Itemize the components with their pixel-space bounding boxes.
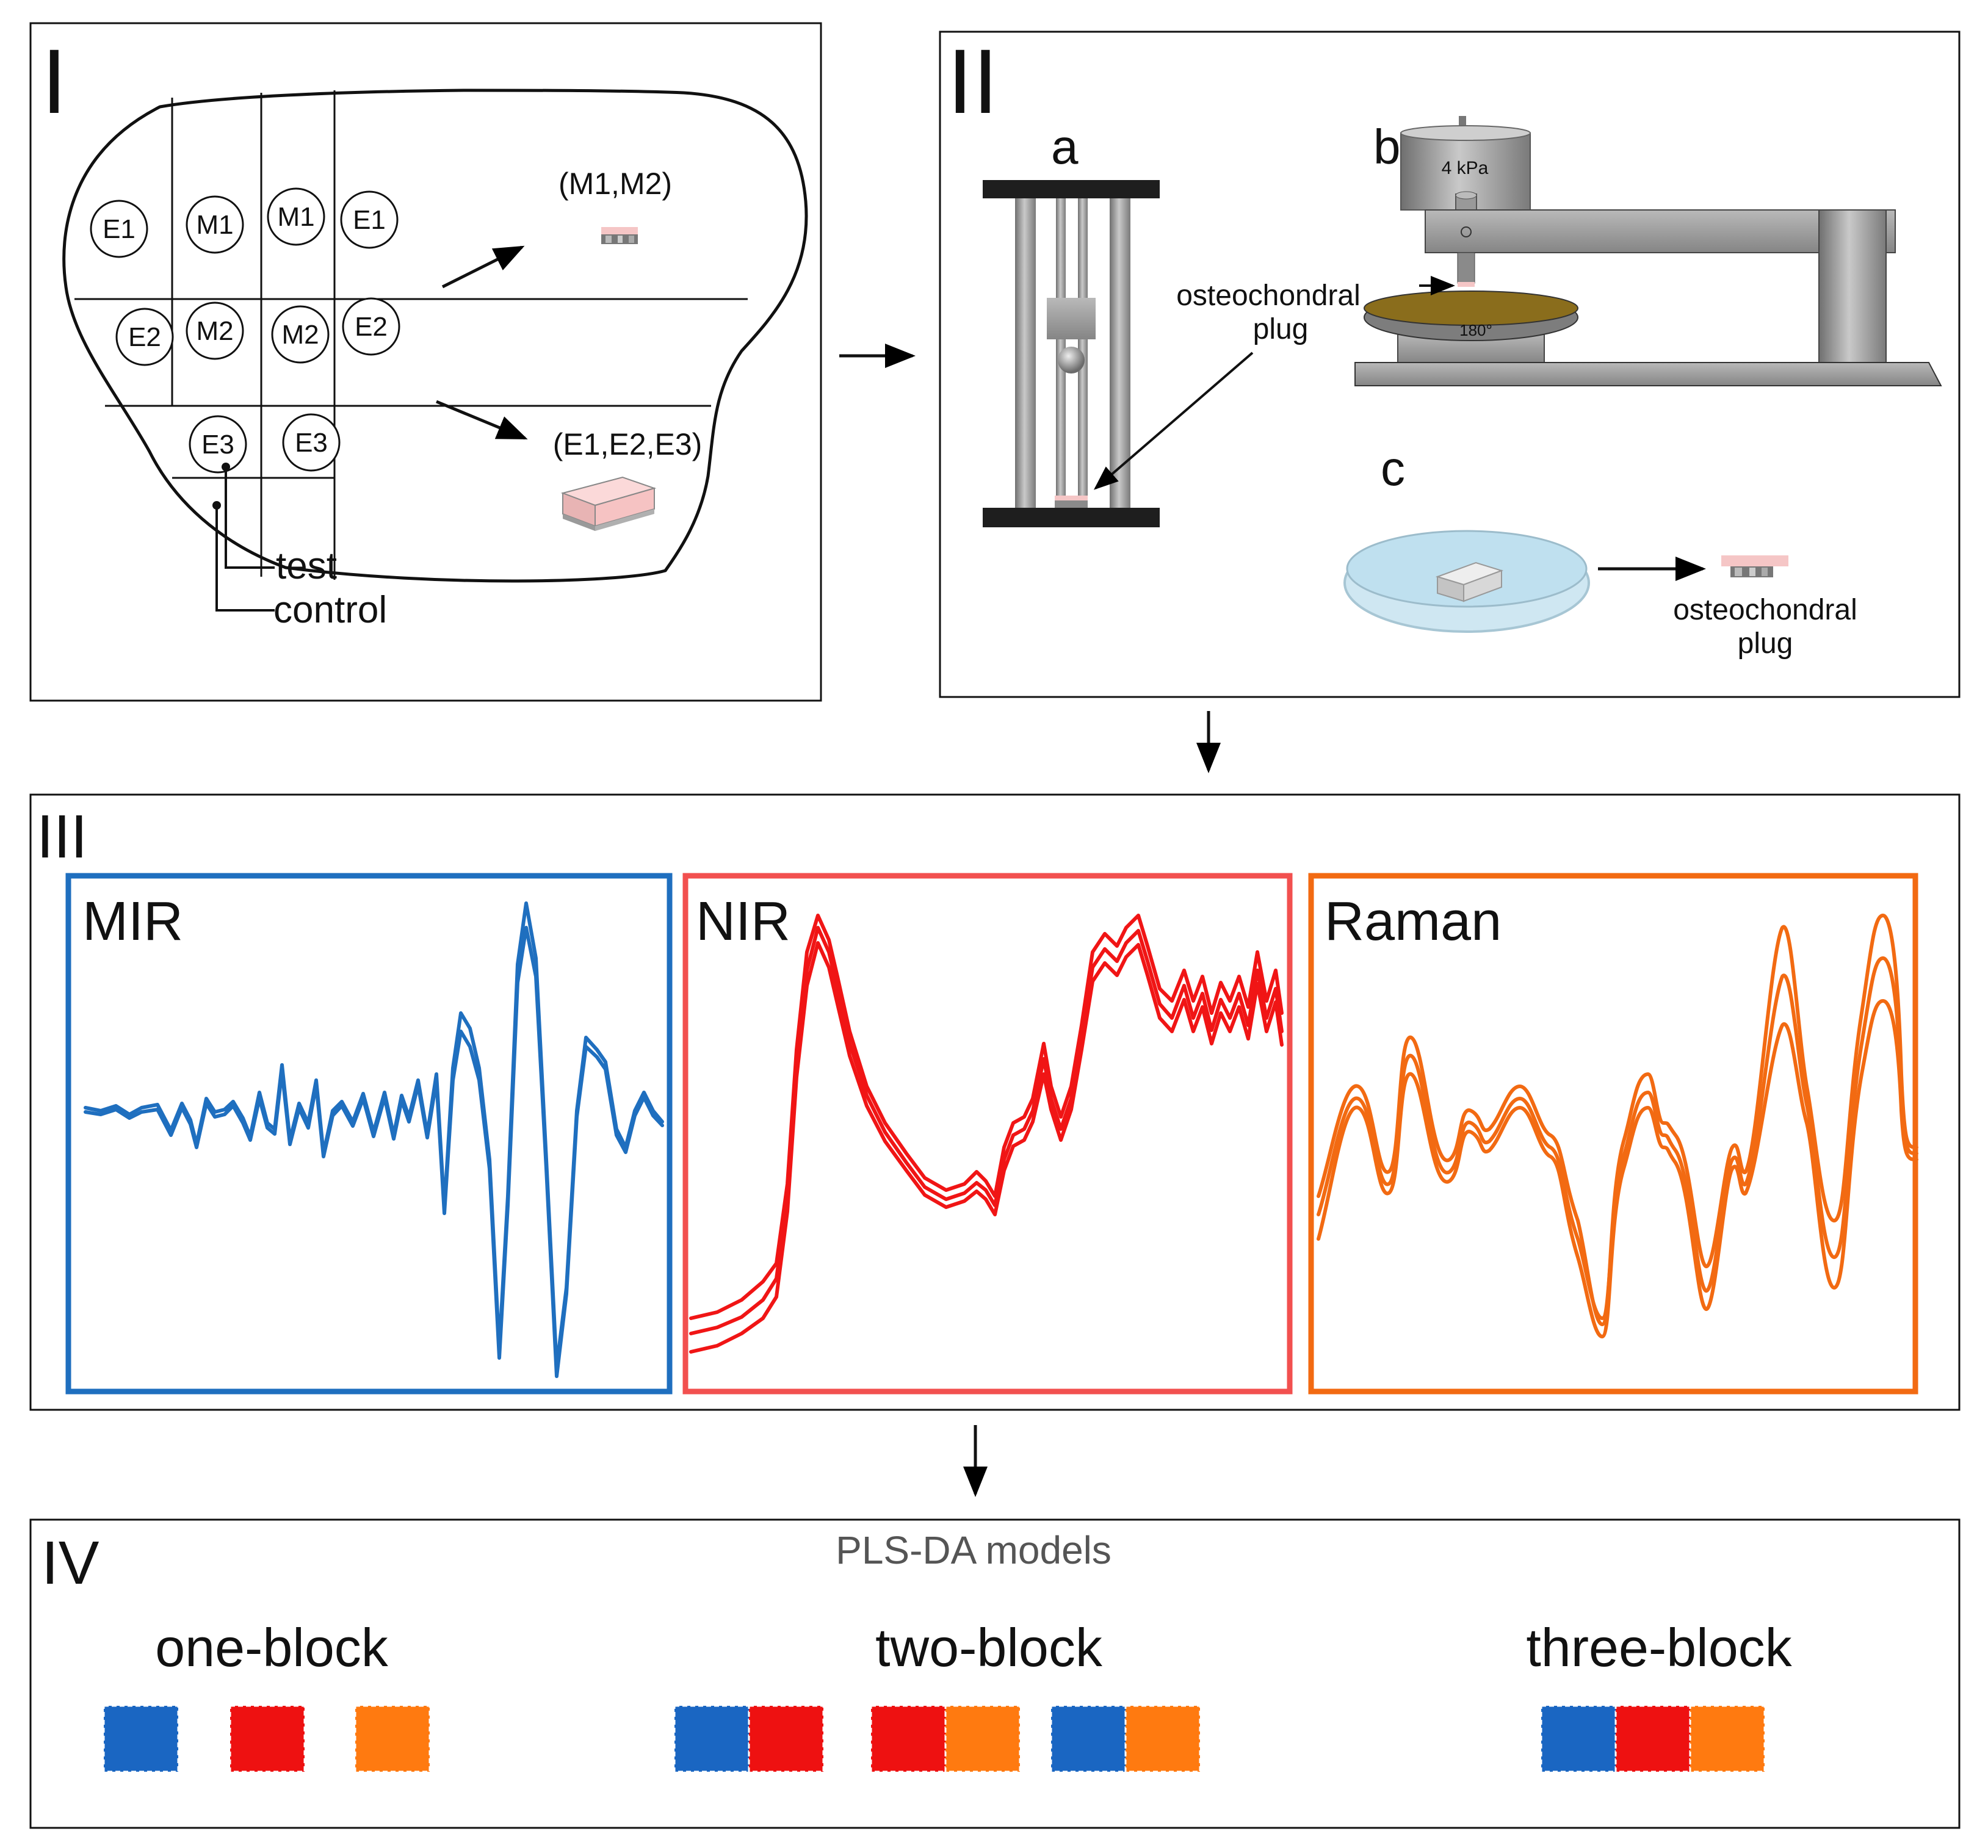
raman-frame (1308, 873, 1918, 1395)
region-label: M2 (281, 320, 319, 350)
model-blocks (103, 1705, 1766, 1773)
group-two-block: two-block (875, 1617, 1103, 1678)
sub-label-a: a (1051, 120, 1079, 174)
block-raman (354, 1705, 431, 1773)
panel-iii-numeral: III (37, 803, 87, 871)
nir-frame (682, 873, 1293, 1395)
group-one-block: one-block (155, 1617, 389, 1678)
loading-rig: 4 kPa 180° (1354, 116, 1942, 386)
group-m-label: (M1,M2) (558, 167, 672, 201)
panel-iv-frame (29, 1518, 1961, 1829)
nir-spectrum-line (689, 941, 1284, 1354)
nir-spectrum-line (689, 926, 1284, 1335)
mir-spectra (84, 901, 664, 1378)
panel-iii: III MIR NIR Raman (29, 793, 1961, 1411)
block-nir (870, 1705, 947, 1773)
rotation-label: 180° (1459, 321, 1492, 339)
arrow-to-plug-a (1093, 352, 1254, 490)
panel-iv-numeral: IV (42, 1529, 99, 1597)
block-mir (1050, 1705, 1127, 1773)
cartilage-outline (62, 88, 808, 583)
mir-frame (65, 873, 673, 1395)
control-label: control (273, 589, 387, 631)
sampling-leaders (212, 463, 275, 612)
arrow-to-e (436, 400, 528, 440)
block-mir (103, 1705, 179, 1773)
block-mir (673, 1705, 750, 1773)
panel-iv: IV PLS-DA models one-block two-block thr… (29, 1518, 1961, 1829)
panel-ii: II a b 4 kPa (939, 30, 1961, 698)
region-label: E3 (201, 430, 234, 460)
block-mir (1540, 1705, 1617, 1773)
region-circles: E1 M1 M1 E1 E2 M2 M2 E2 E3 E3 (90, 187, 400, 474)
test-label: test (276, 545, 337, 587)
panel-i-numeral: I (42, 30, 67, 132)
plug-icon-c (1721, 555, 1788, 577)
raman-label: Raman (1325, 891, 1502, 952)
region-label: M1 (277, 202, 314, 232)
panel-ii-frame (939, 31, 1961, 698)
raman-spectra (1317, 914, 1918, 1338)
raman-spectrum-line (1317, 956, 1918, 1320)
block-raman (1124, 1705, 1201, 1773)
drop-tower (983, 180, 1160, 527)
plug-label-line1: osteochondral (1176, 280, 1361, 312)
mir-spectrum-line (84, 926, 664, 1378)
group-e-label: (E1,E2,E3) (553, 427, 703, 461)
region-label: M1 (196, 210, 233, 240)
sub-label-c: c (1381, 441, 1405, 496)
panel-i-frame (29, 22, 822, 702)
panel-ii-numeral: II (947, 30, 998, 132)
region-label: E1 (103, 214, 136, 244)
region-label: E1 (353, 205, 386, 235)
panel-iii-frame (29, 793, 1961, 1411)
block-nir (229, 1705, 306, 1773)
sub-label-b: b (1373, 120, 1401, 174)
raman-spectrum-line (1317, 914, 1918, 1326)
sample-block-icon (560, 476, 657, 531)
nir-spectra (689, 914, 1284, 1354)
group-three-block: three-block (1526, 1617, 1792, 1678)
region-label: M2 (196, 316, 233, 346)
block-raman (1689, 1705, 1766, 1773)
plug-label-line2: plug (1253, 313, 1309, 345)
plug-c-label-line1: osteochondral (1673, 594, 1857, 626)
region-label: E3 (295, 428, 328, 458)
mir-label: MIR (82, 891, 183, 952)
weight-label: 4 kPa (1442, 158, 1489, 178)
models-title: PLS-DA models (836, 1528, 1111, 1572)
block-raman (944, 1705, 1021, 1773)
block-nir (748, 1705, 825, 1773)
block-nir (1614, 1705, 1691, 1773)
region-label: E2 (355, 312, 388, 342)
plug-c-label-line2: plug (1738, 627, 1793, 660)
panel-i: I E1 M1 M1 (29, 22, 822, 702)
petri-dish (1343, 530, 1590, 633)
arrow-to-m (441, 245, 525, 289)
region-label: E2 (128, 322, 161, 352)
raman-spectrum-line (1317, 999, 1918, 1338)
nir-spectrum-line (689, 914, 1284, 1320)
small-plug-icon (601, 227, 638, 244)
nir-label: NIR (696, 891, 790, 952)
